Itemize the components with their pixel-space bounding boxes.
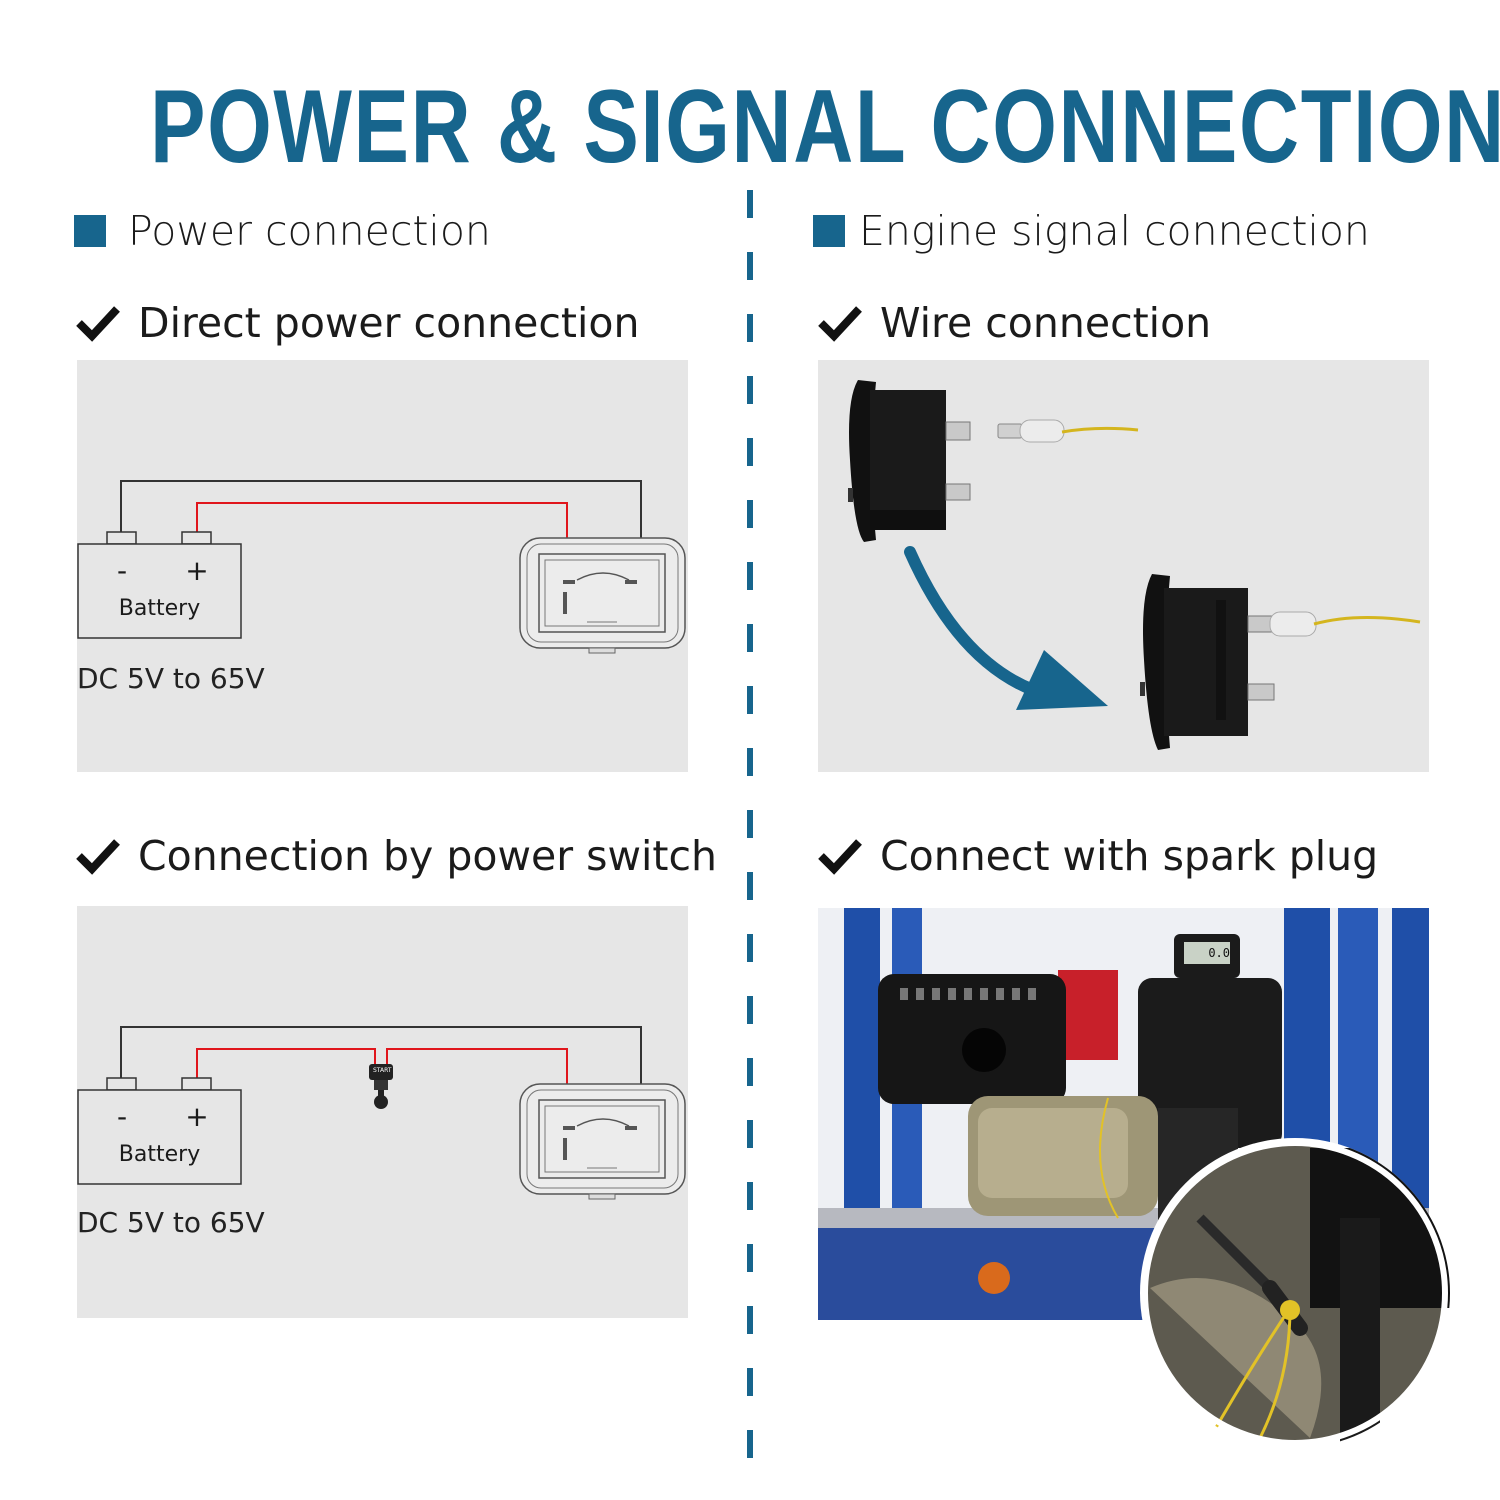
switch-wiring-svg xyxy=(77,1026,686,1200)
column-divider xyxy=(747,190,753,1480)
negative-wire xyxy=(120,480,642,582)
key-switch-label: START xyxy=(373,1067,392,1074)
voltage-range-label: DC 5V to 65V xyxy=(77,662,265,695)
battery-positive-terminal xyxy=(181,531,212,545)
power-connection-heading: Power connection xyxy=(74,208,491,254)
power-switch-heading: Connection by power switch xyxy=(76,833,717,879)
direct-power-heading: Direct power connection xyxy=(76,300,639,346)
arrow-icon xyxy=(904,546,1108,710)
direct-wiring-svg xyxy=(77,480,686,654)
checkmark-icon xyxy=(76,306,120,342)
square-bullet-icon xyxy=(813,215,845,247)
hour-meter-side-icon xyxy=(848,380,971,542)
battery-positive-terminal xyxy=(181,1077,212,1091)
battery-label: Battery xyxy=(118,1142,201,1167)
engine-signal-heading: Engine signal connection xyxy=(813,208,1370,254)
wire-connection-heading: Wire connection xyxy=(818,300,1211,346)
page-title: POWER & SIGNAL CONNECTION xyxy=(150,69,1500,185)
battery-icon xyxy=(77,543,242,639)
key-switch-icon xyxy=(369,1064,393,1109)
meter-display-readout: 0.0 xyxy=(1208,946,1230,960)
battery-terminals: -+ xyxy=(116,1100,209,1133)
hour-meter-back-icon xyxy=(519,537,686,654)
battery-icon xyxy=(77,1089,242,1185)
hour-meter-back-icon xyxy=(519,1083,686,1200)
spark-plug-closeup xyxy=(1140,1138,1450,1448)
spark-plug-heading: Connect with spark plug xyxy=(818,833,1378,879)
power-switch-diagram: START -+ Battery DC 5V to 65V xyxy=(77,906,688,1318)
battery-terminals: -+ xyxy=(116,554,209,587)
wire-connection-svg xyxy=(848,380,1421,750)
spade-connector-icon xyxy=(997,419,1139,443)
direct-power-diagram: -+ Battery DC 5V to 65V xyxy=(77,360,688,772)
positive-wire-in xyxy=(196,1048,376,1078)
closeup-svg xyxy=(1142,1140,1450,1448)
battery-label: Battery xyxy=(118,596,201,621)
wire-connection-illustration xyxy=(818,360,1429,772)
voltage-range-label: DC 5V to 65V xyxy=(77,1206,265,1239)
positive-wire xyxy=(196,502,568,582)
checkmark-icon xyxy=(818,839,862,875)
battery-negative-terminal xyxy=(106,1077,137,1091)
checkmark-icon xyxy=(818,306,862,342)
checkmark-icon xyxy=(76,839,120,875)
negative-wire xyxy=(120,1026,642,1128)
square-bullet-icon xyxy=(74,215,106,247)
battery-negative-terminal xyxy=(106,531,137,545)
hour-meter-side-icon xyxy=(1140,574,1421,750)
